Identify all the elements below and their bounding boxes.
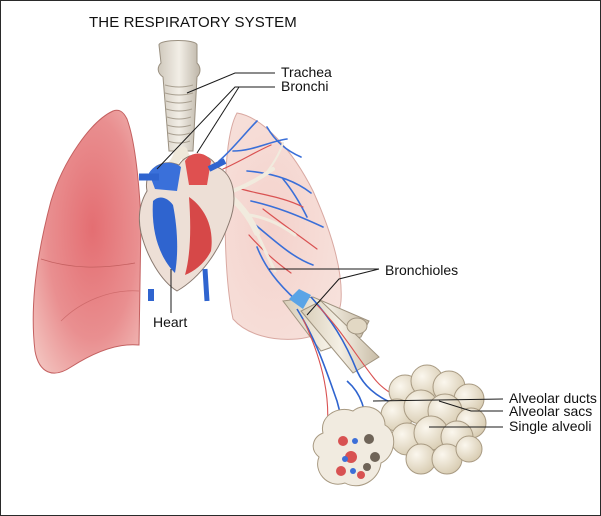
- heart: [139, 154, 234, 302]
- alveolar-cluster: [381, 365, 486, 474]
- label-heart: Heart: [153, 315, 187, 330]
- label-single-alveoli: Single alveoli: [509, 419, 592, 434]
- cutaway-alveoli: [313, 407, 394, 486]
- label-bronchi: Bronchi: [281, 79, 328, 94]
- figure-title: THE RESPIRATORY SYSTEM: [89, 14, 297, 31]
- left-lung: [33, 110, 141, 373]
- label-bronchioles: Bronchioles: [385, 263, 458, 278]
- label-alveolar-sacs: Alveolar sacs: [509, 404, 592, 419]
- trachea: [158, 41, 200, 152]
